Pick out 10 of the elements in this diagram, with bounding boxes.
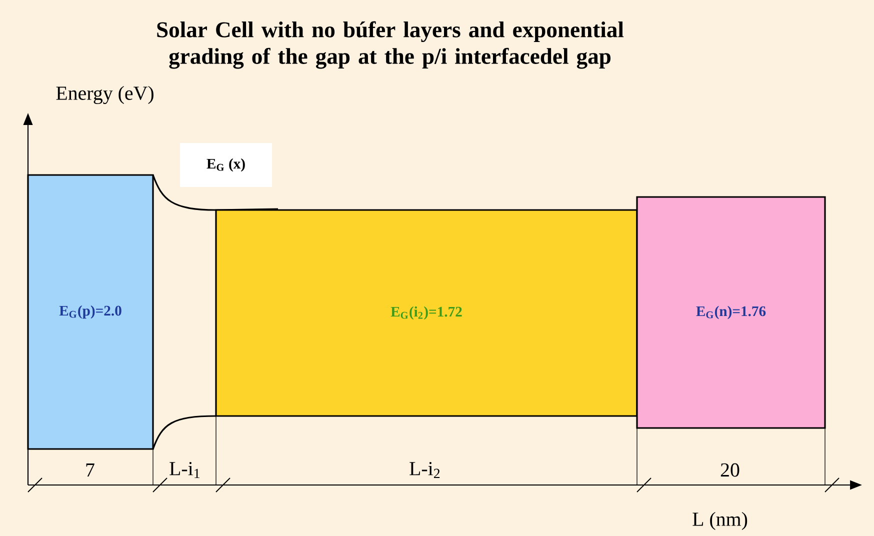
label-box: E$_{G}$ (x) bbox=[180, 143, 272, 187]
dimension-label: 20 bbox=[720, 463, 740, 477]
dimension-label: L-i$_{2}$ bbox=[410, 462, 440, 478]
band-box: E$_{G}$(p)=2.0 bbox=[27, 174, 154, 450]
band-box: E$_{G}$(i$_{2}$)=1.72 bbox=[215, 209, 638, 417]
band-box: E$_{G}$(n)=1.76 bbox=[636, 196, 826, 429]
axis-label: Energy (eV) bbox=[56, 86, 154, 104]
dimension-label: L-i$_{1}$ bbox=[170, 462, 200, 478]
axis-label: L (nm) bbox=[692, 512, 748, 530]
title: Solar Cell with no búfer layers and exponential grading of the gap at the p/i interfacedel gap bbox=[157, 21, 624, 69]
